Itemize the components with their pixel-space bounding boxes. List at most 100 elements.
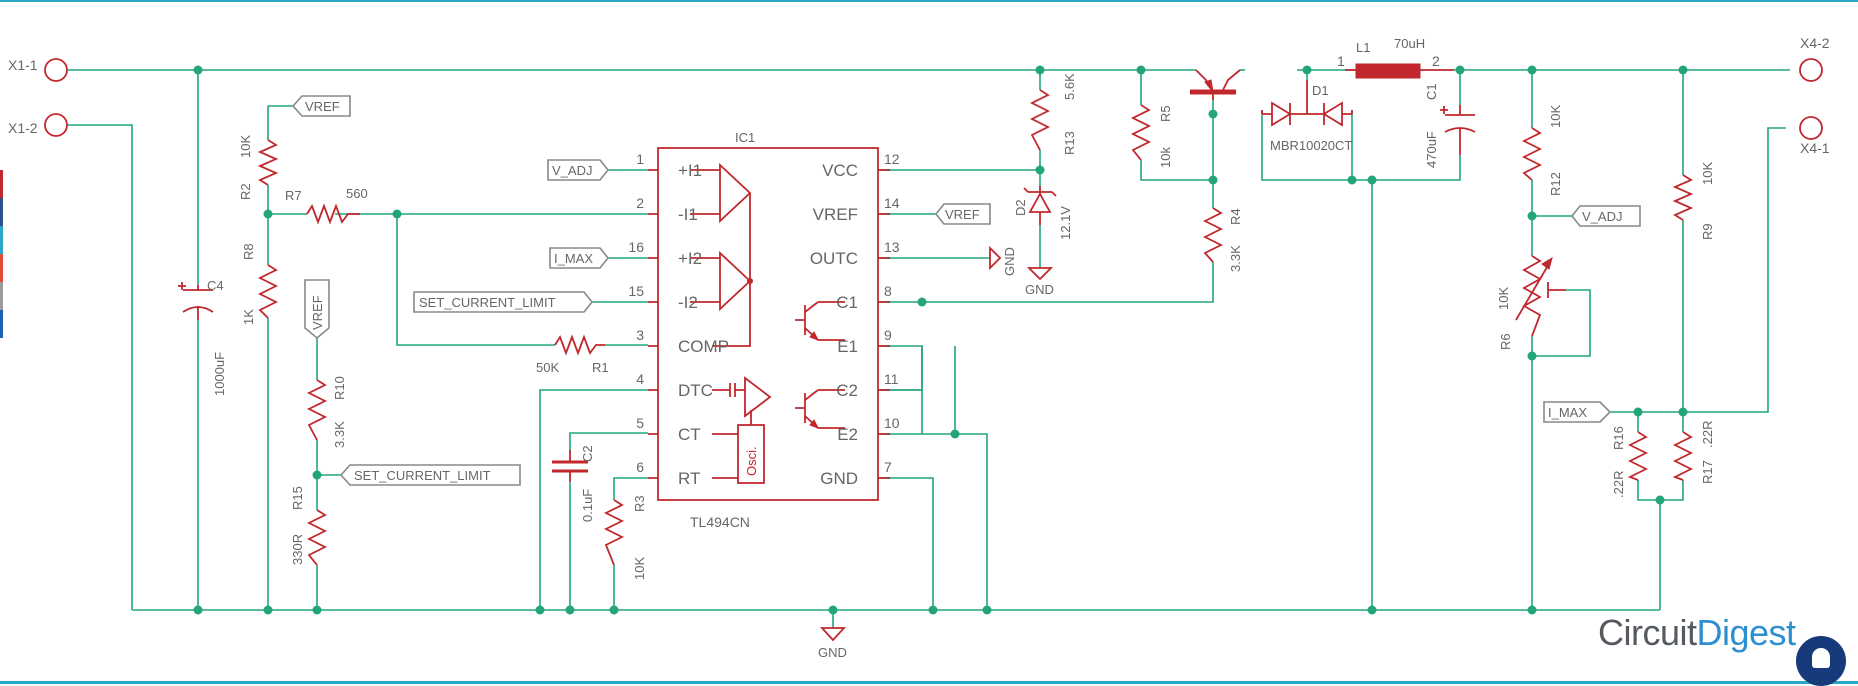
svg-text:R12: R12 <box>1548 172 1563 196</box>
svg-text:X1-2: X1-2 <box>8 120 38 136</box>
svg-text:R5: R5 <box>1158 105 1173 122</box>
svg-text:DTC: DTC <box>678 381 713 400</box>
svg-text:MBR10020CT: MBR10020CT <box>1270 138 1352 153</box>
svg-text:GND: GND <box>818 645 847 660</box>
svg-text:VCC: VCC <box>822 161 858 180</box>
net-label-vref-r10: VREF <box>304 279 330 340</box>
svg-text:12.1V: 12.1V <box>1058 206 1073 240</box>
resistor-r16: R16 .22R <box>1611 426 1649 498</box>
svg-text:10K: 10K <box>632 557 647 580</box>
svg-text:VREF: VREF <box>813 205 858 224</box>
svg-text:V_ADJ: V_ADJ <box>552 163 592 178</box>
svg-text:3.3K: 3.3K <box>332 421 347 448</box>
svg-text:6: 6 <box>636 459 644 475</box>
svg-text:2: 2 <box>636 195 644 211</box>
svg-text:E2: E2 <box>837 425 858 444</box>
svg-text:7: 7 <box>884 459 892 475</box>
svg-text:IC1: IC1 <box>735 130 755 145</box>
resistor-r8: R8 1K <box>241 243 279 325</box>
svg-text:R2: R2 <box>238 183 253 200</box>
svg-text:E1: E1 <box>837 337 858 356</box>
svg-text:C2: C2 <box>580 445 595 462</box>
svg-text:D2: D2 <box>1013 199 1028 216</box>
ic-tl494cn: IC1 TL494CN Osci. 1 +I1 2 -I1 16 +I2 15 … <box>628 130 899 530</box>
notification-bell-icon[interactable] <box>1796 636 1846 686</box>
svg-text:13: 13 <box>884 239 900 255</box>
svg-text:C1: C1 <box>1424 83 1439 100</box>
resistor-r5: R5 10k <box>1130 104 1173 168</box>
svg-text:R4: R4 <box>1228 208 1243 225</box>
share-tab-6[interactable] <box>0 310 3 338</box>
svg-text:16: 16 <box>628 239 644 255</box>
svg-text:-I1: -I1 <box>678 205 698 224</box>
connector-x4-2: X4-2 <box>1799 35 1830 82</box>
svg-text:L1: L1 <box>1356 40 1370 55</box>
svg-text:C1: C1 <box>836 293 858 312</box>
share-tab-4[interactable] <box>0 254 3 282</box>
connector-x1-2: X1-2 <box>8 113 68 137</box>
svg-text:R1: R1 <box>592 360 609 375</box>
svg-text:11: 11 <box>884 371 899 387</box>
svg-text:R16: R16 <box>1611 426 1626 450</box>
svg-text:2: 2 <box>1432 53 1440 69</box>
svg-text:12: 12 <box>884 151 900 167</box>
svg-text:10K: 10K <box>1700 162 1715 185</box>
net-label-set-limit-r10: SET_CURRENT_LIMIT <box>339 464 521 486</box>
svg-text:X1-1: X1-1 <box>8 57 38 73</box>
resistor-r10: R10 3.3K <box>306 376 347 448</box>
svg-text:RT: RT <box>678 469 700 488</box>
svg-text:VREF: VREF <box>945 207 980 222</box>
resistor-r3: R3 10K <box>603 495 647 580</box>
svg-text:R7: R7 <box>285 188 302 203</box>
svg-text:I_MAX: I_MAX <box>554 251 593 266</box>
resistor-r2: 10K R2 <box>238 135 279 200</box>
svg-text:-I2: -I2 <box>678 293 698 312</box>
capacitor-c2: C2 0.1uF <box>552 445 595 522</box>
share-tab-2[interactable] <box>0 198 3 226</box>
share-tab-1[interactable] <box>0 170 3 198</box>
resistor-r7: R7 560 <box>285 186 368 225</box>
svg-text:+I1: +I1 <box>678 161 702 180</box>
gnd-main: GND <box>818 627 847 660</box>
svg-text:10K: 10K <box>238 135 253 158</box>
net-label-i-max-ic: I_MAX <box>549 247 610 269</box>
zener-d2: D2 12.1V <box>1013 186 1073 240</box>
svg-text:SET_CURRENT_LIMIT: SET_CURRENT_LIMIT <box>354 468 491 483</box>
svg-text:1: 1 <box>636 151 644 167</box>
svg-text:SET_CURRENT_LIMIT: SET_CURRENT_LIMIT <box>419 295 556 310</box>
svg-text:GND: GND <box>1002 247 1017 276</box>
svg-text:3.3K: 3.3K <box>1228 245 1243 272</box>
diode-d1: D1 MBR10020CT <box>1261 80 1353 153</box>
transistor-q1 <box>1190 69 1241 100</box>
svg-text:.22R: .22R <box>1700 421 1715 448</box>
circuitdigest-logo: CircuitDigest <box>1598 612 1796 653</box>
gnd-zener: GND <box>1025 267 1054 297</box>
svg-text:330R: 330R <box>290 534 305 565</box>
svg-text:1K: 1K <box>241 309 256 325</box>
resistor-r15: R15 330R <box>290 486 328 566</box>
share-tab-3[interactable] <box>0 226 3 254</box>
net-label-vref-r2: VREF <box>291 95 351 117</box>
svg-text:470uF: 470uF <box>1424 131 1439 168</box>
svg-text:C4: C4 <box>207 278 224 293</box>
capacitor-c1: C1 470uF <box>1424 83 1476 168</box>
svg-text:3: 3 <box>636 327 644 343</box>
svg-text:14: 14 <box>884 195 900 211</box>
svg-text:X4-2: X4-2 <box>1800 35 1830 51</box>
svg-text:8: 8 <box>884 283 892 299</box>
potentiometer-r6: 10K R6 <box>1496 255 1566 350</box>
net-label-i-max-r16: I_MAX <box>1543 401 1612 423</box>
share-sidebar <box>0 170 3 338</box>
resistor-r13: 5.6K R13 <box>1029 73 1077 155</box>
share-tab-5[interactable] <box>0 282 3 310</box>
connector-x1-1: X1-1 <box>8 57 68 82</box>
svg-text:4: 4 <box>636 371 644 387</box>
gnd-outc: GND <box>989 245 1017 276</box>
resistor-r1: 50K R1 <box>536 334 609 375</box>
resistor-r9: 10K R9 <box>1672 162 1715 240</box>
svg-text:TL494CN: TL494CN <box>690 514 750 530</box>
resistor-r4: R4 3.3K <box>1202 207 1243 272</box>
svg-text:X4-1: X4-1 <box>1800 140 1830 156</box>
svg-text:R9: R9 <box>1700 223 1715 240</box>
